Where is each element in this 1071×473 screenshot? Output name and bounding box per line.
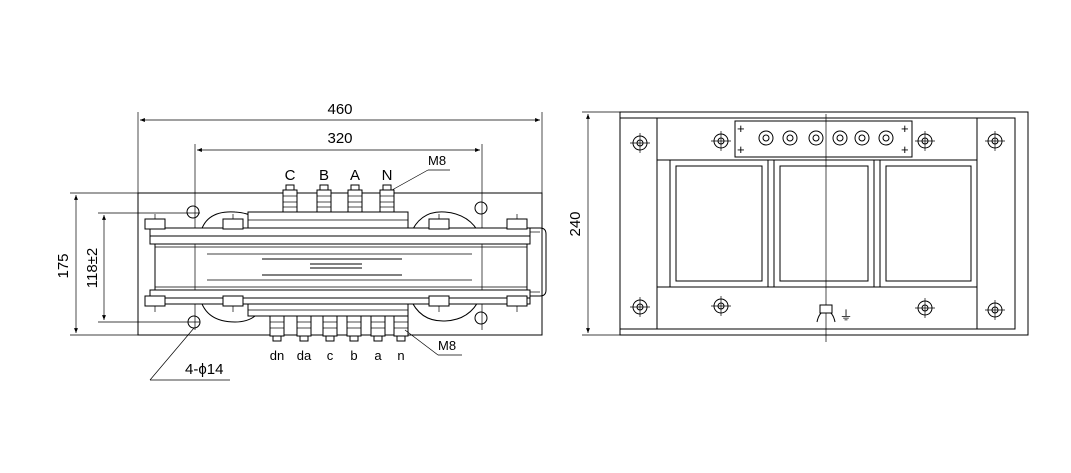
side-view: 240 + + + + xyxy=(567,111,1029,342)
terminal-stud-icon xyxy=(878,130,894,146)
ground-terminal: ⏚ xyxy=(816,304,853,323)
clamp-top xyxy=(149,211,531,245)
bolt-callout-bottom: M8 xyxy=(404,329,462,356)
terminal-label: n xyxy=(397,348,404,363)
dim-320-label: 320 xyxy=(327,130,352,147)
board-mark: + xyxy=(901,121,909,136)
terminal-board xyxy=(734,120,913,158)
terminal-c xyxy=(322,315,338,342)
dimension-overall-width: 460 xyxy=(137,101,543,230)
bolt-icon xyxy=(630,297,650,317)
dimension-side-height: 240 xyxy=(567,111,620,336)
board-mark: + xyxy=(737,121,745,136)
dim-240-label: 240 xyxy=(567,211,584,236)
terminal-stud-icon xyxy=(832,130,848,146)
terminal-label: a xyxy=(374,348,382,363)
bolt-icon xyxy=(711,296,731,316)
mounting-hole-icon xyxy=(474,311,488,325)
nut-icon xyxy=(428,218,450,230)
nut-icon xyxy=(222,218,244,230)
nut-icon xyxy=(144,218,166,230)
coil-end-arc-bottom-right xyxy=(409,297,481,322)
nut-icon xyxy=(506,295,528,307)
board-mark: + xyxy=(737,142,745,157)
terminal-label: c xyxy=(327,348,334,363)
terminal-label: b xyxy=(350,348,357,363)
secondary-terminals: dn da c b a n xyxy=(269,315,409,363)
right-foot xyxy=(976,117,1016,330)
terminal-label: da xyxy=(297,348,312,363)
terminal-a xyxy=(370,315,386,342)
bolt-icon xyxy=(985,300,1005,320)
terminal-label: B xyxy=(319,167,329,184)
terminal-C xyxy=(282,184,298,213)
terminal-label: A xyxy=(350,167,360,184)
coils xyxy=(669,159,978,288)
coil-end-arc-top-right xyxy=(409,211,481,236)
board-mark: + xyxy=(901,142,909,157)
ground-symbol-icon: ⏚ xyxy=(839,308,852,323)
dim-175-label: 175 xyxy=(55,253,72,278)
terminal-label: C xyxy=(285,167,296,184)
terminal-n xyxy=(393,315,409,342)
terminal-N xyxy=(379,184,395,213)
terminal-dn xyxy=(269,315,285,342)
bolt-icon xyxy=(915,298,935,318)
terminal-stud-icon xyxy=(808,130,824,146)
terminal-b xyxy=(346,315,362,342)
bolt-size-label: M8 xyxy=(438,338,456,353)
terminal-label: N xyxy=(382,167,393,184)
nut-icon xyxy=(144,295,166,307)
hole-callout: 4-ϕ14 xyxy=(149,327,230,381)
bolt-icon xyxy=(915,131,935,151)
dimension-height: 175 xyxy=(55,192,140,336)
mounting-hole-icon xyxy=(186,205,200,219)
terminal-da xyxy=(296,315,312,342)
clamp-bolts xyxy=(144,214,528,312)
hole-callout-label: 4-ϕ14 xyxy=(185,361,223,378)
nut-icon xyxy=(506,218,528,230)
terminal-stud-icon xyxy=(758,130,774,146)
nut-icon xyxy=(428,295,450,307)
side-bracket xyxy=(530,227,547,297)
terminal-A xyxy=(347,184,363,213)
mounting-holes xyxy=(186,201,488,329)
left-foot xyxy=(619,117,658,330)
dimension-inner-height: 118±2 xyxy=(84,212,200,323)
bolt-icon xyxy=(985,131,1005,151)
mounting-hole-icon xyxy=(474,201,488,215)
terminal-stud-icon xyxy=(854,130,870,146)
primary-terminals: C B A N xyxy=(282,167,395,213)
bolt-size-label: M8 xyxy=(428,153,446,168)
terminal-block: + + + + xyxy=(734,120,913,158)
terminal-B xyxy=(316,184,332,213)
side-bolts xyxy=(630,131,1005,320)
nut-icon xyxy=(222,295,244,307)
mounting-frame xyxy=(137,192,543,336)
terminal-stud-icon xyxy=(782,130,798,146)
front-view: 460 320 175 118±2 xyxy=(55,101,547,381)
transformer-core xyxy=(154,243,528,291)
bolt-icon xyxy=(630,133,650,153)
bolt-callout-top: M8 xyxy=(391,153,450,191)
bolt-icon xyxy=(711,131,731,151)
dim-460-label: 460 xyxy=(327,101,352,118)
terminal-label: dn xyxy=(270,348,284,363)
clamp-bottom xyxy=(149,289,531,317)
dim-118-label: 118±2 xyxy=(84,248,101,289)
